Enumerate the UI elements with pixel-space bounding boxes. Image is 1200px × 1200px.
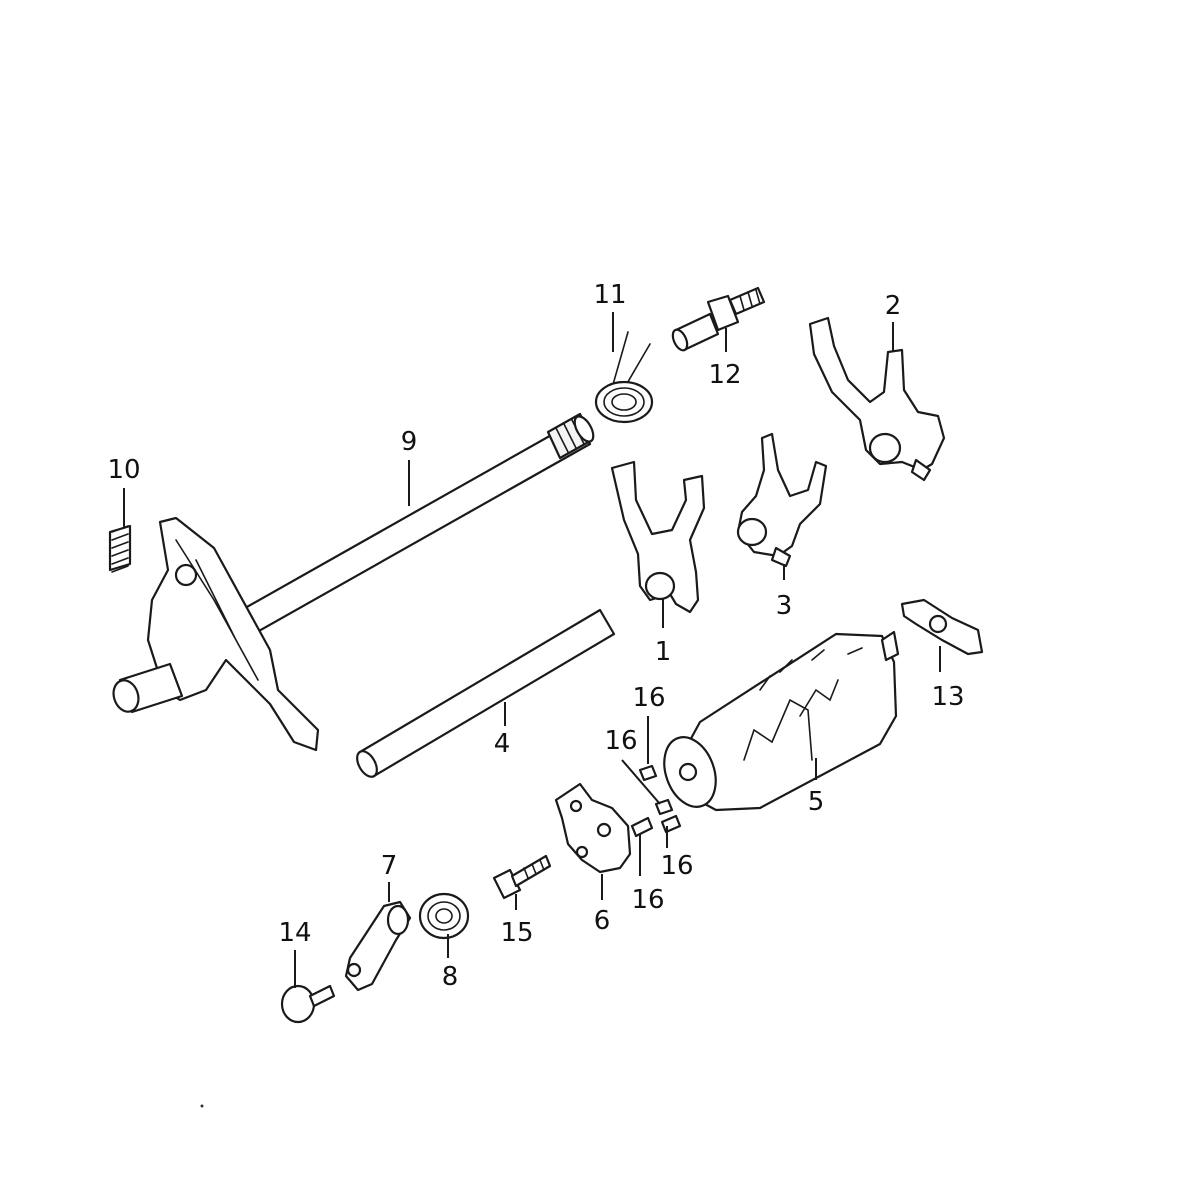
- part-stopper-arm: [344, 900, 412, 992]
- callout-1: 1: [655, 637, 672, 667]
- part-gearshift-spindle: [112, 412, 595, 752]
- callout-labels: 1 2 3 4 5 6 7 8 9 10 11 12 13 14 15 16 1…: [107, 280, 964, 992]
- callout-16-right: 16: [660, 851, 693, 881]
- callout-5: 5: [808, 787, 825, 817]
- callout-2: 2: [885, 291, 902, 321]
- callout-15: 15: [500, 918, 533, 948]
- part-stopper-pin: [671, 286, 766, 352]
- callout-8: 8: [442, 962, 459, 992]
- callout-16-lower: 16: [631, 885, 664, 915]
- part-stopper-spring: [418, 892, 470, 940]
- callout-6: 6: [594, 906, 611, 936]
- stray-dot: [200, 1104, 204, 1108]
- leader-lines: [123, 312, 941, 988]
- callout-14: 14: [278, 918, 311, 948]
- callout-4: 4: [494, 729, 511, 759]
- callout-7: 7: [381, 851, 398, 881]
- callout-12: 12: [708, 360, 741, 390]
- part-flange-bolt: [280, 984, 336, 1024]
- part-torsion-spring: [594, 331, 654, 424]
- part-bolt-15: [492, 854, 552, 900]
- callout-13: 13: [931, 682, 964, 712]
- part-drum-plate: [900, 598, 984, 656]
- part-shift-fork-shaft: [356, 608, 616, 778]
- part-shift-drum: [663, 630, 900, 812]
- callout-16-top: 16: [632, 683, 665, 713]
- part-shift-fork-2: [808, 316, 946, 482]
- part-return-spring: [108, 524, 132, 573]
- part-shift-fork-3: [736, 432, 828, 568]
- callout-3: 3: [776, 591, 793, 621]
- part-drum-center: [554, 782, 632, 874]
- callout-16-upper-left: 16: [604, 726, 637, 756]
- part-shift-fork-1: [610, 460, 706, 614]
- callout-10: 10: [107, 455, 140, 485]
- callout-11: 11: [593, 280, 626, 310]
- callout-9: 9: [401, 427, 418, 457]
